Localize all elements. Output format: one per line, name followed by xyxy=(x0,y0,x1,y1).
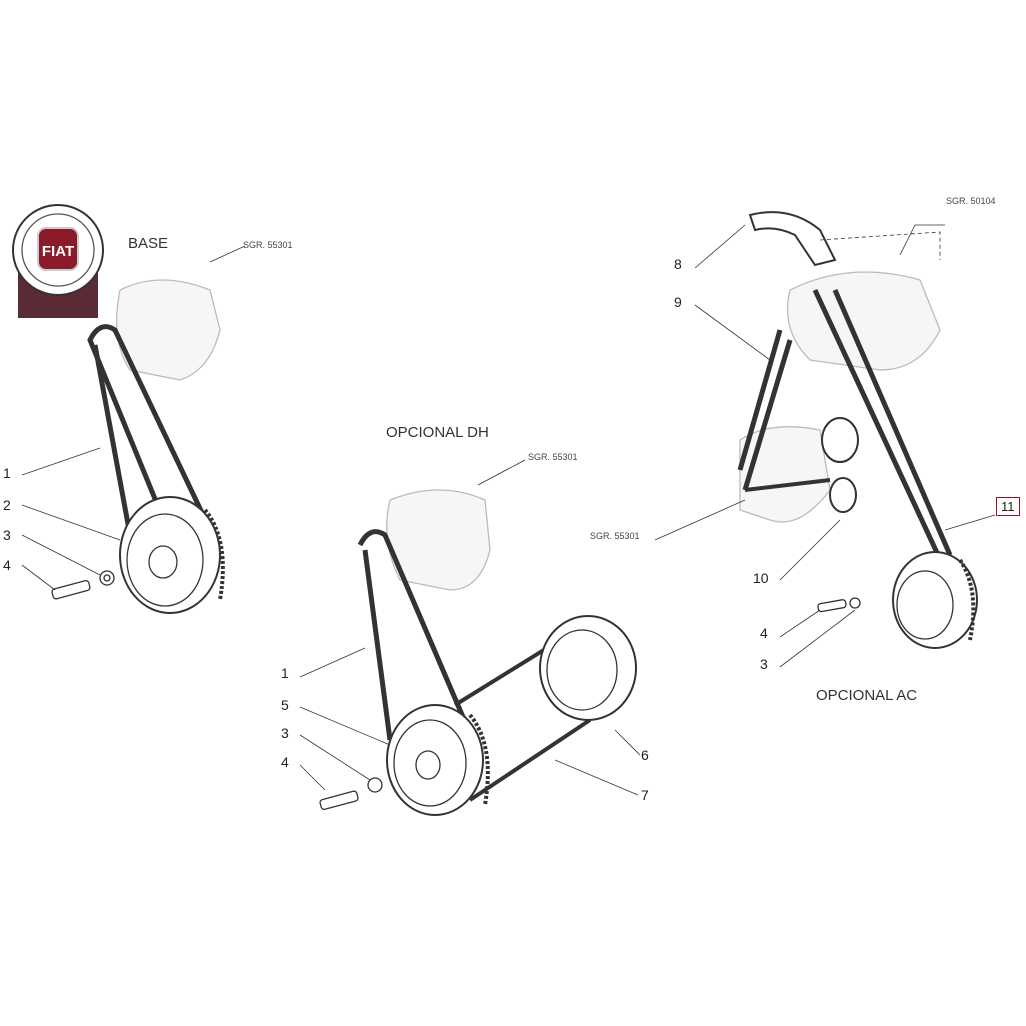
callout-4: 4 xyxy=(760,625,768,641)
callout-5: 5 xyxy=(281,697,289,713)
callout-10: 10 xyxy=(753,570,769,586)
callout-9: 9 xyxy=(674,294,682,310)
base-assembly xyxy=(21,245,246,614)
fiat-logo: FIAT xyxy=(12,204,104,318)
dh-assembly xyxy=(299,459,641,816)
base-sgr-ref: SGR. 55301 xyxy=(243,240,293,250)
base-title: BASE xyxy=(128,235,169,252)
callout-7: 7 xyxy=(641,787,649,803)
ac-sgr-top-ref: SGR. 50104 xyxy=(946,196,996,206)
callout-6: 6 xyxy=(641,747,649,763)
callout-3: 3 xyxy=(3,527,11,543)
callout-3: 3 xyxy=(281,725,289,741)
callout-8: 8 xyxy=(674,256,682,272)
callout-11-highlighted: 11 xyxy=(996,497,1020,516)
ac-sgr-side-ref: SGR. 55301 xyxy=(590,531,640,541)
callout-2: 2 xyxy=(3,497,11,513)
svg-text:FIAT: FIAT xyxy=(42,243,74,260)
callout-3: 3 xyxy=(760,656,768,672)
ac-assembly xyxy=(654,211,996,668)
callout-4: 4 xyxy=(3,557,11,573)
callout-1: 1 xyxy=(3,465,11,481)
callout-1: 1 xyxy=(281,665,289,681)
ac-title: OPCIONAL AC xyxy=(816,687,918,704)
callout-4: 4 xyxy=(281,754,289,770)
dh-sgr-ref: SGR. 55301 xyxy=(528,452,578,462)
dh-title: OPCIONAL DH xyxy=(386,424,489,441)
